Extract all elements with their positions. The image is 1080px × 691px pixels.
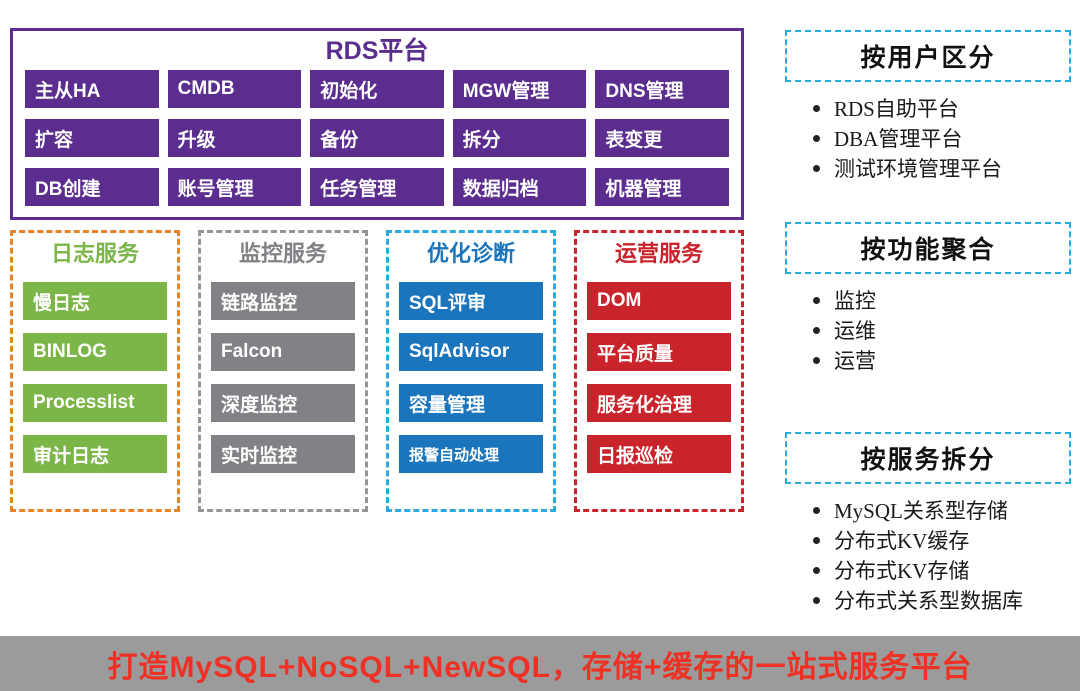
list-item: 测试环境管理平台 [813,153,1071,183]
list-item: MySQL关系型存储 [813,495,1071,525]
rds-tile: 升级 [167,119,302,157]
panel-title: 按功能聚合 [785,222,1071,274]
rds-tile: CMDB [167,70,302,108]
bullet-label: 运维 [834,319,876,343]
bullet-label: 监控 [834,289,876,313]
rds-tile: 账号管理 [167,168,302,206]
service-group-title: 监控服务 [238,241,327,266]
service-group-title: 运营服务 [614,241,703,266]
panel-by-user: 按用户区分 RDS自助平台 DBA管理平台 测试环境管理平台 [785,30,1071,183]
service-tile: 审计日志 [23,435,167,473]
panel-by-service: 按服务拆分 MySQL关系型存储 分布式KV缓存 分布式KV存储 分布式关系型数… [785,432,1071,615]
service-group-title: 日志服务 [50,241,139,266]
service-tile: Processlist [23,384,167,422]
rds-tile: 机器管理 [595,168,729,206]
service-tile: 链路监控 [211,282,355,320]
rds-tile: 任务管理 [310,168,444,206]
rds-platform-title: RDS平台 [325,37,429,65]
list-item: 运营 [813,345,1071,375]
rds-platform-box: RDS平台 主从HA CMDB 初始化 MGW管理 DNS管理 扩容 升级 备份… [10,28,744,220]
bullet-icon [813,506,820,514]
bullet-list: RDS自助平台 DBA管理平台 测试环境管理平台 [813,93,1071,183]
footer-banner: 打造MySQL+NoSQL+NewSQL，存储+缓存的一站式服务平台 [0,636,1080,691]
service-tile: 实时监控 [211,435,355,473]
rds-tile: 初始化 [310,70,444,108]
bullet-icon [813,164,820,172]
rds-tile: 扩容 [25,119,159,157]
bullet-list: MySQL关系型存储 分布式KV缓存 分布式KV存储 分布式关系型数据库 [813,495,1071,615]
service-tile: 日报巡检 [587,435,731,473]
service-tile: 平台质量 [587,333,731,371]
panel-title: 按用户区分 [785,30,1071,82]
list-item: 分布式KV存储 [813,555,1071,585]
service-group-operation: 运营服务 DOM 平台质量 服务化治理 日报巡检 [574,230,744,512]
list-item: 分布式关系型数据库 [813,585,1071,615]
list-item: 运维 [813,315,1071,345]
service-tile: SqlAdvisor [399,333,543,371]
service-group-optimize: 优化诊断 SQL评审 SqlAdvisor 容量管理 报警自动处理 [386,230,556,512]
service-tile: BINLOG [23,333,167,371]
list-item: DBA管理平台 [813,123,1071,153]
bullet-icon [813,104,820,112]
bullet-label: 分布式KV缓存 [834,529,970,553]
bullet-icon [813,296,820,304]
bullet-label: RDS自助平台 [834,97,959,121]
list-item: RDS自助平台 [813,93,1071,123]
service-groups-row: 日志服务 慢日志 BINLOG Processlist 审计日志 监控服务 链路… [10,230,744,512]
bullet-icon [813,596,820,604]
rds-tile: MGW管理 [452,70,587,108]
bullet-label: 分布式KV存储 [834,559,970,583]
bullet-list: 监控 运维 运营 [813,285,1071,375]
rds-tile: 拆分 [452,119,587,157]
bullet-label: MySQL关系型存储 [834,499,1008,523]
service-tile: 慢日志 [23,282,167,320]
rds-tile: DB创建 [25,168,159,206]
bullet-icon [813,566,820,574]
bullet-icon [813,356,820,364]
footer-slogan: 打造MySQL+NoSQL+NewSQL，存储+缓存的一站式服务平台 [107,650,973,684]
service-tile: 服务化治理 [587,384,731,422]
service-tile: 报警自动处理 [399,435,543,473]
rds-tile-grid: 主从HA CMDB 初始化 MGW管理 DNS管理 扩容 升级 备份 拆分 表变… [25,70,729,206]
rds-tile: 备份 [310,119,444,157]
right-column: 按用户区分 RDS自助平台 DBA管理平台 测试环境管理平台 按功能聚合 监控 [785,0,1071,636]
bullet-label: 运营 [834,349,876,373]
bullet-icon [813,134,820,142]
service-tile: 深度监控 [211,384,355,422]
bullet-icon [813,536,820,544]
service-tile: DOM [587,282,731,320]
list-item: 分布式KV缓存 [813,525,1071,555]
rds-tile: 表变更 [595,119,729,157]
service-group-title: 优化诊断 [426,241,515,266]
bullet-icon [813,326,820,334]
panel-title: 按服务拆分 [785,432,1071,484]
list-item: 监控 [813,285,1071,315]
rds-tile: DNS管理 [595,70,729,108]
rds-tile: 主从HA [25,70,159,108]
service-tile: Falcon [211,333,355,371]
bullet-label: 分布式关系型数据库 [834,589,1023,613]
rds-tile: 数据归档 [452,168,587,206]
bullet-label: 测试环境管理平台 [834,157,1002,181]
bullet-label: DBA管理平台 [834,127,963,151]
panel-by-function: 按功能聚合 监控 运维 运营 [785,222,1071,375]
service-group-log: 日志服务 慢日志 BINLOG Processlist 审计日志 [10,230,180,512]
service-group-monitor: 监控服务 链路监控 Falcon 深度监控 实时监控 [198,230,368,512]
service-tile: 容量管理 [399,384,543,422]
service-tile: SQL评审 [399,282,543,320]
